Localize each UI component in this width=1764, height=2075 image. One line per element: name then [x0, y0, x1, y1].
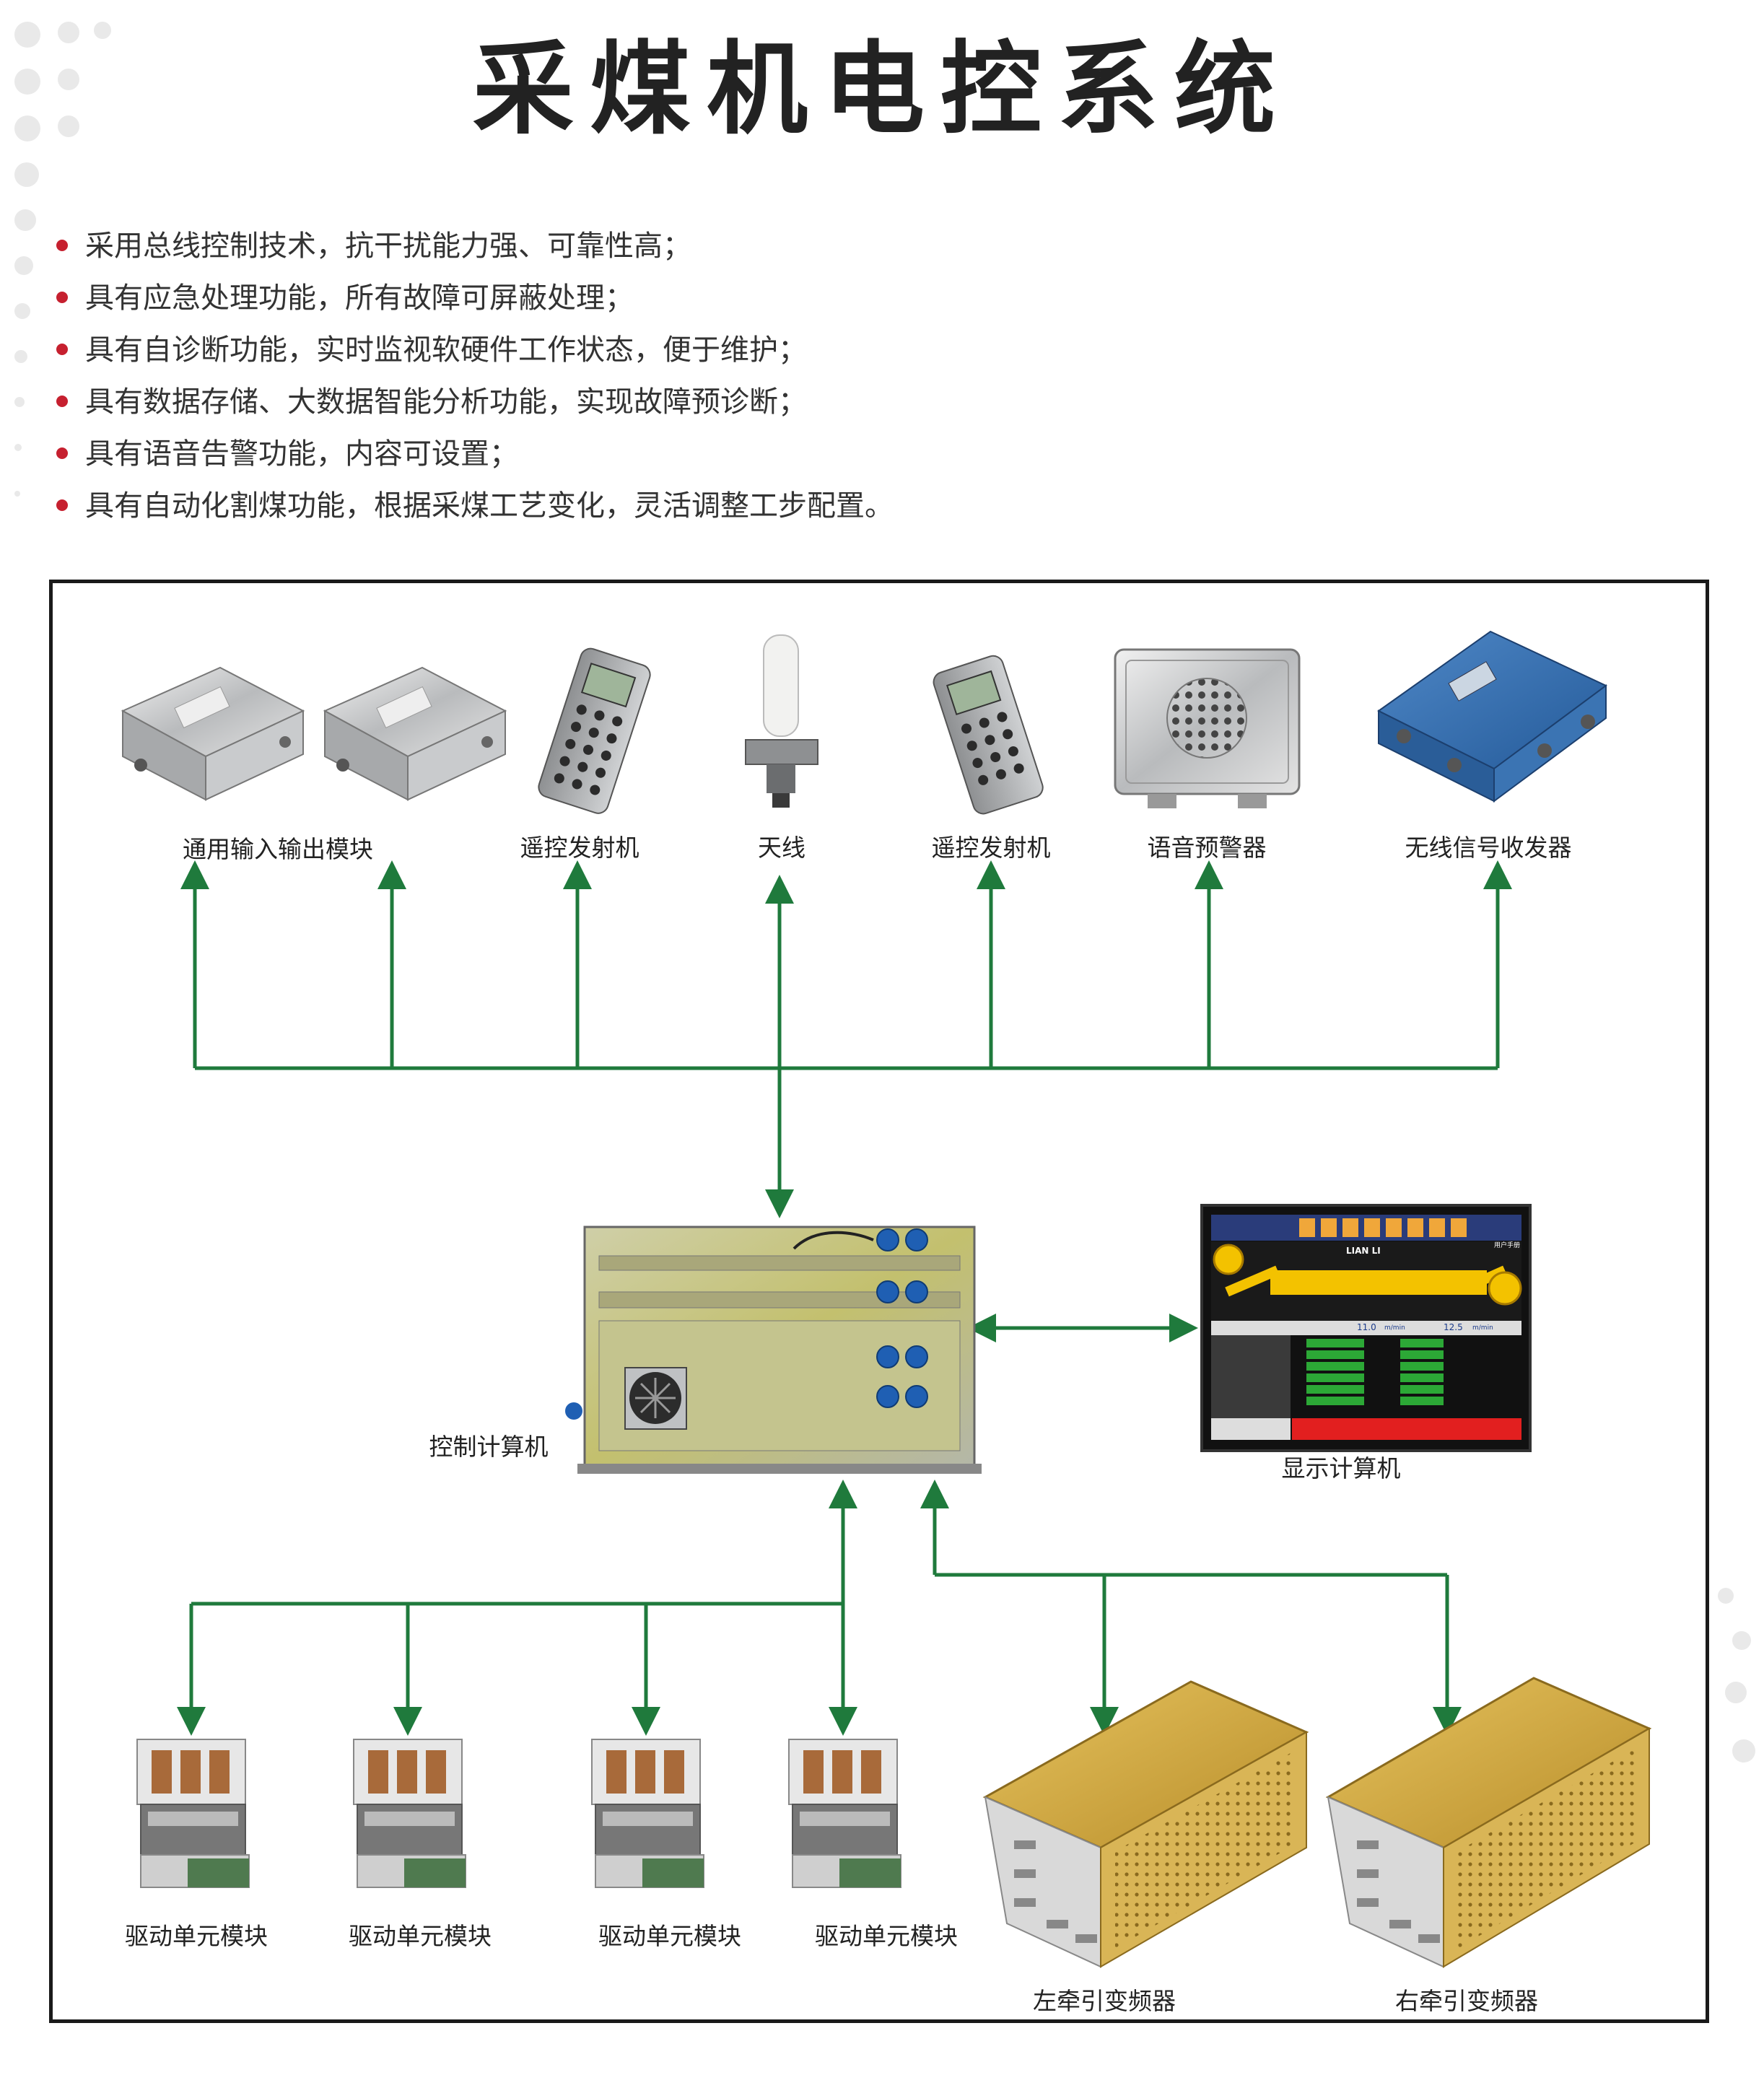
antenna-icon: [745, 634, 818, 808]
list-item: 具有语音告警功能，内容可设置；: [51, 428, 894, 480]
screen-brand: LIAN LI: [1346, 1246, 1381, 1256]
label-control-computer: 控制计算机: [429, 1433, 549, 1461]
control-computer-icon: [565, 1226, 982, 1474]
label-io-module: 通用输入输出模块: [183, 835, 373, 863]
feature-list: 采用总线控制技术，抗干扰能力强、可靠性高； 具有应急处理功能，所有故障可屏蔽处理…: [51, 220, 894, 532]
io-module-icon: [121, 666, 305, 801]
screen-unit-left: m/min: [1384, 1324, 1405, 1332]
screen-speed-left: 11.0: [1357, 1322, 1376, 1332]
bullet-icon: [56, 447, 68, 459]
label-antenna: 天线: [758, 834, 805, 862]
label-drive-2: 驱动单元模块: [349, 1922, 492, 1950]
bullet-icon: [56, 292, 68, 303]
bus-wires: [177, 860, 1512, 1736]
display-computer-icon: [1200, 1204, 1532, 1452]
label-wireless: 无线信号收发器: [1405, 834, 1572, 862]
left-inverter-icon: [982, 1680, 1309, 1968]
page-title: 采煤机电控系统: [472, 31, 1291, 149]
io-module-icon: [323, 666, 507, 801]
label-drive-3: 驱动单元模块: [598, 1922, 741, 1950]
wireless-transceiver-icon: [1377, 630, 1607, 803]
remote-transmitter-icon: [933, 655, 1044, 815]
label-voice-alarm: 语音预警器: [1147, 834, 1267, 862]
bullet-icon: [56, 396, 68, 407]
list-item: 具有数据存储、大数据智能分析功能，实现故障预诊断；: [51, 376, 894, 428]
bullet-icon: [56, 499, 68, 511]
label-drive-4: 驱动单元模块: [815, 1922, 958, 1950]
label-remote-left: 遥控发射机: [520, 834, 639, 862]
label-display-computer: 显示计算机: [1281, 1454, 1401, 1482]
screen-button: 用户手册: [1494, 1242, 1521, 1249]
label-drive-1: 驱动单元模块: [125, 1922, 268, 1950]
bullet-icon: [56, 344, 68, 355]
drive-unit-icon: [788, 1739, 901, 1888]
list-item: 具有自诊断功能，实时监视软硬件工作状态，便于维护；: [51, 324, 894, 376]
remote-transmitter-icon: [538, 647, 651, 814]
list-item: 具有自动化割煤功能，根据采煤工艺变化，灵活调整工步配置。: [51, 480, 894, 532]
label-remote-right: 遥控发射机: [931, 834, 1051, 862]
drive-unit-icon: [591, 1739, 704, 1888]
list-item: 具有应急处理功能，所有故障可屏蔽处理；: [51, 272, 894, 324]
screen-unit-right: m/min: [1472, 1324, 1493, 1332]
voice-alarm-icon: [1114, 648, 1301, 808]
bullet-icon: [56, 240, 68, 251]
right-inverter-icon: [1325, 1677, 1652, 1968]
label-right-inverter: 右牵引变频器: [1395, 1987, 1538, 2015]
label-left-inverter: 左牵引变频器: [1033, 1987, 1176, 2015]
drive-unit-icon: [353, 1739, 466, 1888]
drive-unit-icon: [136, 1739, 250, 1888]
screen-speed-right: 12.5: [1444, 1322, 1463, 1332]
list-item: 采用总线控制技术，抗干扰能力强、可靠性高；: [51, 220, 894, 272]
